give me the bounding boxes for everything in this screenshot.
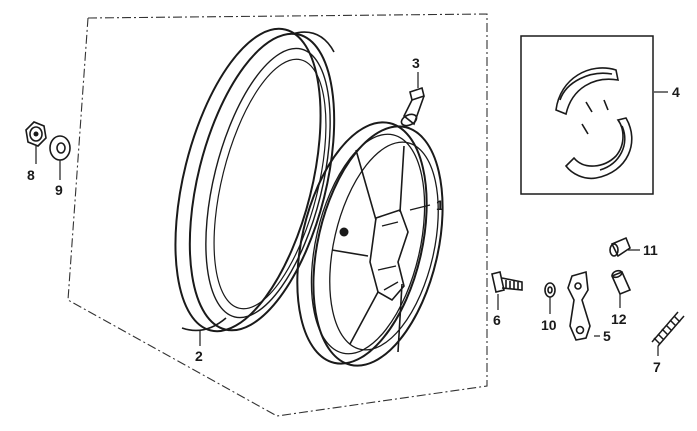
callout-7: 7: [653, 359, 661, 375]
callout-3: 3: [412, 55, 420, 71]
callout-2: 2: [195, 348, 203, 364]
callout-10: 10: [541, 317, 557, 333]
washer: [49, 135, 71, 161]
brake-shoes: [555, 67, 633, 180]
leader-lines: [35, 72, 668, 356]
cap: [609, 236, 631, 258]
brake-arm: [567, 270, 591, 341]
callout-1: 1: [436, 197, 444, 213]
sleeve: [610, 269, 632, 296]
valve: [400, 86, 425, 127]
callout-12: 12: [611, 311, 627, 327]
tire: [174, 27, 336, 333]
callout-6: 6: [493, 312, 501, 328]
wheel-rim: [296, 121, 444, 367]
callout-4: 4: [672, 84, 680, 100]
axle-nut: [25, 121, 47, 147]
bolt: [491, 271, 523, 293]
callout-11: 11: [643, 242, 658, 258]
brake-shoe-inset-box: [520, 35, 654, 195]
callout-9: 9: [55, 182, 63, 198]
callout-5: 5: [603, 328, 611, 344]
callout-8: 8: [27, 167, 35, 183]
small-washer: [544, 282, 556, 298]
spring: [651, 311, 685, 347]
